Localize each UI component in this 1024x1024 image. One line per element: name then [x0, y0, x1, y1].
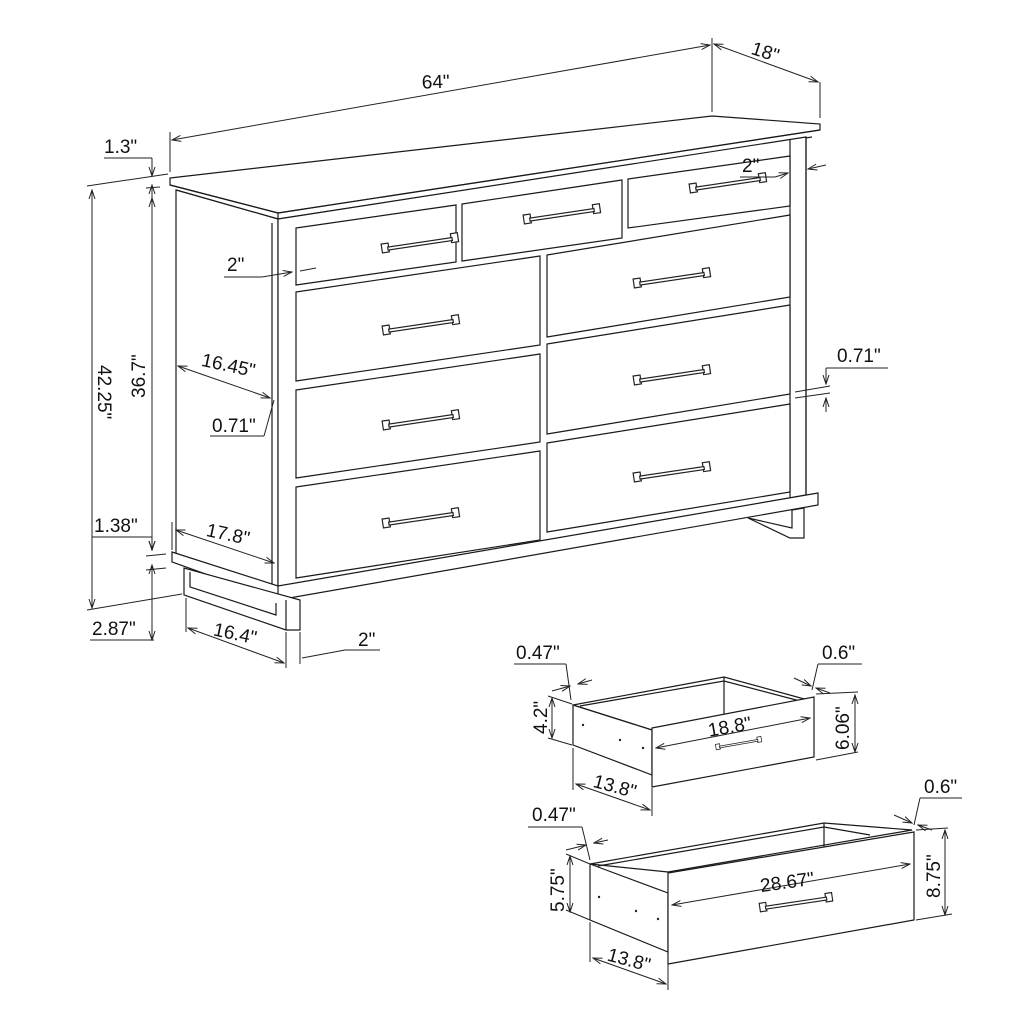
- label-top-thickness: 1.3": [104, 137, 137, 158]
- label-base-height: 1.38": [94, 516, 138, 537]
- drawer-left-1[interactable]: [295, 255, 541, 382]
- label-small-front-thickness: 0.6": [822, 643, 855, 664]
- large-drawer-detail: 0.47" 0.6" 5.75" 28.67" 8.75" 13.8": [528, 777, 962, 990]
- label-small-front-height: 6.06": [833, 706, 854, 750]
- right-sled-leg: [747, 507, 805, 539]
- small-drawer-detail: 0.47" 0.6" 4.2" 18.8" 6.06" 13.8": [514, 643, 862, 816]
- label-depth: 18": [749, 38, 782, 67]
- label-leg-width: 2": [358, 630, 375, 651]
- label-small-box-height: 4.2": [531, 701, 552, 734]
- label-large-depth: 13.8": [605, 945, 653, 977]
- large-drawer-side: [589, 863, 669, 953]
- drawer-top-center[interactable]: [461, 179, 623, 262]
- label-right-stile: 2": [742, 156, 759, 177]
- label-side-inset: 2": [227, 255, 244, 276]
- label-width: 64": [421, 72, 450, 94]
- drawer-left-2[interactable]: [295, 353, 541, 479]
- label-left-rail: 0.71": [212, 416, 256, 437]
- label-large-front-height: 8.75": [924, 854, 945, 898]
- label-leg-height: 2.87": [92, 619, 136, 640]
- label-large-front-thickness: 0.6": [924, 777, 957, 798]
- drawer-right-1[interactable]: [546, 214, 791, 338]
- label-leg-depth: 16.4": [211, 620, 258, 650]
- label-total-height: 42.25": [93, 365, 114, 419]
- drawer-top-right[interactable]: [627, 155, 791, 229]
- drawer-right-3[interactable]: [546, 403, 791, 533]
- label-small-depth: 13.8": [591, 771, 639, 803]
- drawer-top-left[interactable]: [295, 204, 457, 286]
- label-right-rail: 0.71": [837, 346, 881, 367]
- label-case-height: 36.7": [129, 354, 150, 398]
- drawer-left-3[interactable]: [295, 450, 541, 579]
- left-sled-leg: [183, 567, 301, 631]
- dresser-dimensions: 64" 18" 1.3" 42.25" 36.7" 2" 2" 16.45" 0…: [86, 38, 888, 668]
- label-small-side-thickness: 0.47": [516, 643, 560, 664]
- label-large-box-height: 5.75": [548, 868, 569, 912]
- label-large-side-thickness: 0.47": [532, 805, 576, 826]
- dresser-body: [169, 115, 821, 631]
- drawer-right-2[interactable]: [546, 304, 791, 435]
